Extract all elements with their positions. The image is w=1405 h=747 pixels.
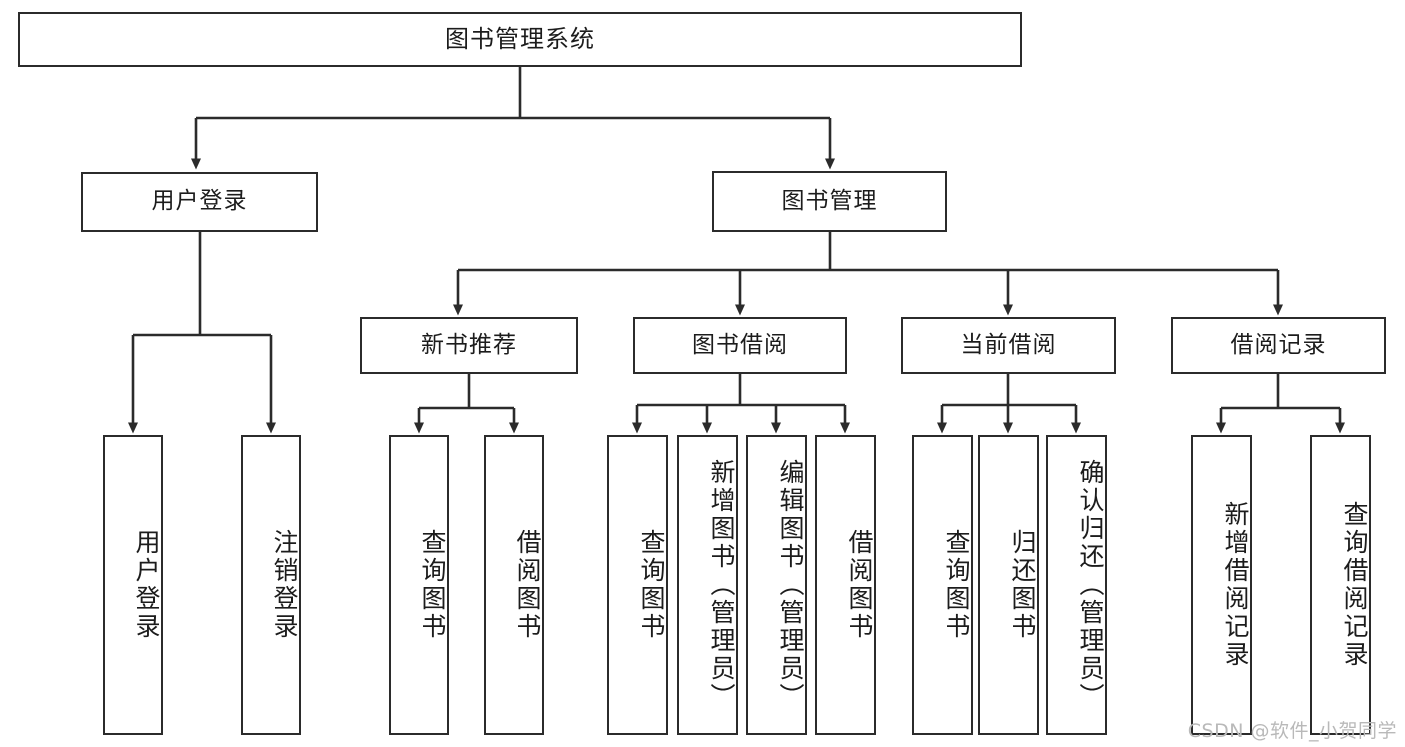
node-user-login-label: 用户登录 xyxy=(151,188,248,215)
node-borrow-record-label: 借阅记录 xyxy=(1230,331,1327,358)
node-current-borrow-label: 当前借阅 xyxy=(960,331,1057,358)
node-root-label: 图书管理系统 xyxy=(445,25,595,54)
leaf-recommend-query-book[interactable]: 查询图书 xyxy=(389,435,449,735)
leaf-record-query-borrow-record-label: 查询借阅记录 xyxy=(1340,501,1369,669)
node-borrow-record[interactable]: 借阅记录 xyxy=(1171,317,1386,374)
leaf-recommend-borrow-book-label: 借阅图书 xyxy=(513,529,542,641)
node-current-borrow[interactable]: 当前借阅 xyxy=(901,317,1116,374)
node-new-book-recommend-label: 新书推荐 xyxy=(421,331,517,358)
node-root[interactable]: 图书管理系统 xyxy=(18,12,1022,67)
leaf-recommend-query-book-label: 查询图书 xyxy=(418,529,447,641)
leaf-borrow-edit-book-admin[interactable]: 编辑图书（管理员） xyxy=(746,435,807,735)
leaf-recommend-borrow-book[interactable]: 借阅图书 xyxy=(484,435,544,735)
leaf-borrow-edit-book-admin-label: 编辑图书（管理员） xyxy=(776,459,805,711)
leaf-record-add-borrow-record-label: 新增借阅记录 xyxy=(1221,501,1250,669)
leaf-current-confirm-return-admin-label: 确认归还（管理员） xyxy=(1076,459,1105,711)
leaf-user-logout-label: 注销登录 xyxy=(270,529,299,641)
leaf-borrow-query-book[interactable]: 查询图书 xyxy=(607,435,668,735)
leaf-current-confirm-return-admin[interactable]: 确认归还（管理员） xyxy=(1046,435,1107,735)
leaf-borrow-borrow-book-label: 借阅图书 xyxy=(845,529,874,641)
leaf-user-login[interactable]: 用户登录 xyxy=(103,435,163,735)
leaf-borrow-add-book-admin-label: 新增图书（管理员） xyxy=(707,459,736,711)
leaf-user-login-label: 用户登录 xyxy=(132,529,161,641)
node-new-book-recommend[interactable]: 新书推荐 xyxy=(360,317,578,374)
leaf-current-return-book[interactable]: 归还图书 xyxy=(978,435,1039,735)
leaf-borrow-query-book-label: 查询图书 xyxy=(637,529,666,641)
leaf-current-query-book-label: 查询图书 xyxy=(942,529,971,641)
node-book-management-label: 图书管理 xyxy=(781,187,878,214)
leaf-record-query-borrow-record[interactable]: 查询借阅记录 xyxy=(1310,435,1371,735)
leaf-current-query-book[interactable]: 查询图书 xyxy=(912,435,973,735)
leaf-record-add-borrow-record[interactable]: 新增借阅记录 xyxy=(1191,435,1252,735)
node-book-management[interactable]: 图书管理 xyxy=(712,171,947,232)
node-user-login[interactable]: 用户登录 xyxy=(81,172,318,232)
watermark-text: CSDN @软件_小贺同学 xyxy=(1187,720,1397,742)
leaf-user-logout[interactable]: 注销登录 xyxy=(241,435,301,735)
leaf-current-return-book-label: 归还图书 xyxy=(1008,529,1037,641)
node-book-borrow-label: 图书借阅 xyxy=(692,331,788,358)
node-book-borrow[interactable]: 图书借阅 xyxy=(633,317,847,374)
leaf-borrow-add-book-admin[interactable]: 新增图书（管理员） xyxy=(677,435,738,735)
leaf-borrow-borrow-book[interactable]: 借阅图书 xyxy=(815,435,876,735)
